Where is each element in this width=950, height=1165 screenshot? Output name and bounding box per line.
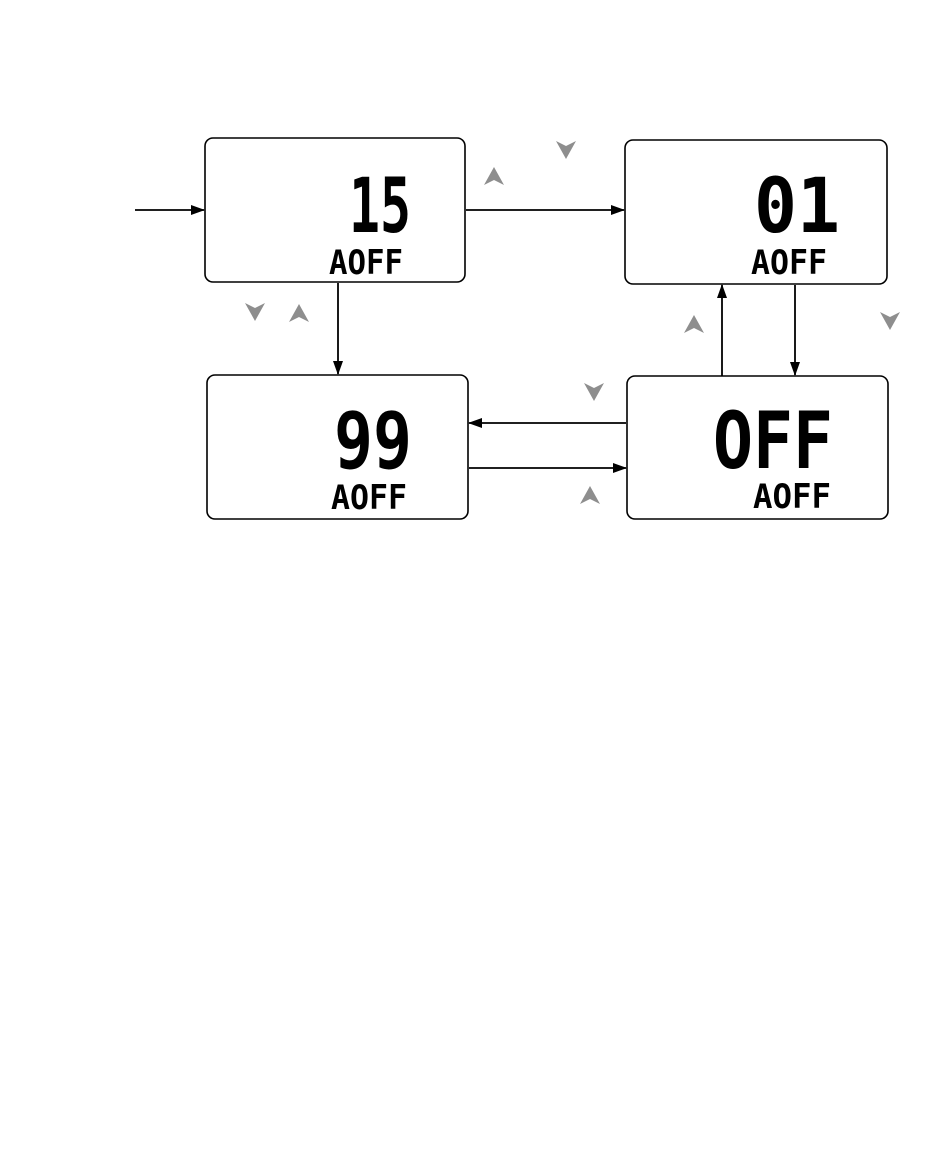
mode-label: AOFF [329, 243, 403, 283]
main-reading: OFF [713, 397, 833, 487]
up-arrow-key-icon [484, 167, 504, 185]
down-arrow-key-icon [584, 383, 604, 401]
main-reading: 01 [754, 161, 840, 250]
down-arrow-key-icon [880, 312, 900, 330]
mode-label: AOFF [751, 243, 827, 283]
main-reading: 15 [349, 161, 411, 250]
display-off: OFF AOFF [627, 376, 888, 519]
up-arrow-key-icon [684, 315, 704, 333]
mode-label: AOFF [753, 477, 831, 517]
display-01: 01 AOFF [625, 140, 887, 284]
display-99: 99 AOFF [207, 375, 468, 519]
up-arrow-key-icon [289, 304, 309, 322]
mode-label: AOFF [331, 478, 407, 518]
down-arrow-key-icon [245, 303, 265, 321]
down-arrow-key-icon [556, 141, 576, 159]
up-arrow-key-icon [580, 486, 600, 504]
main-reading: 99 [334, 397, 412, 487]
display-15: 15 AOFF [205, 138, 465, 283]
